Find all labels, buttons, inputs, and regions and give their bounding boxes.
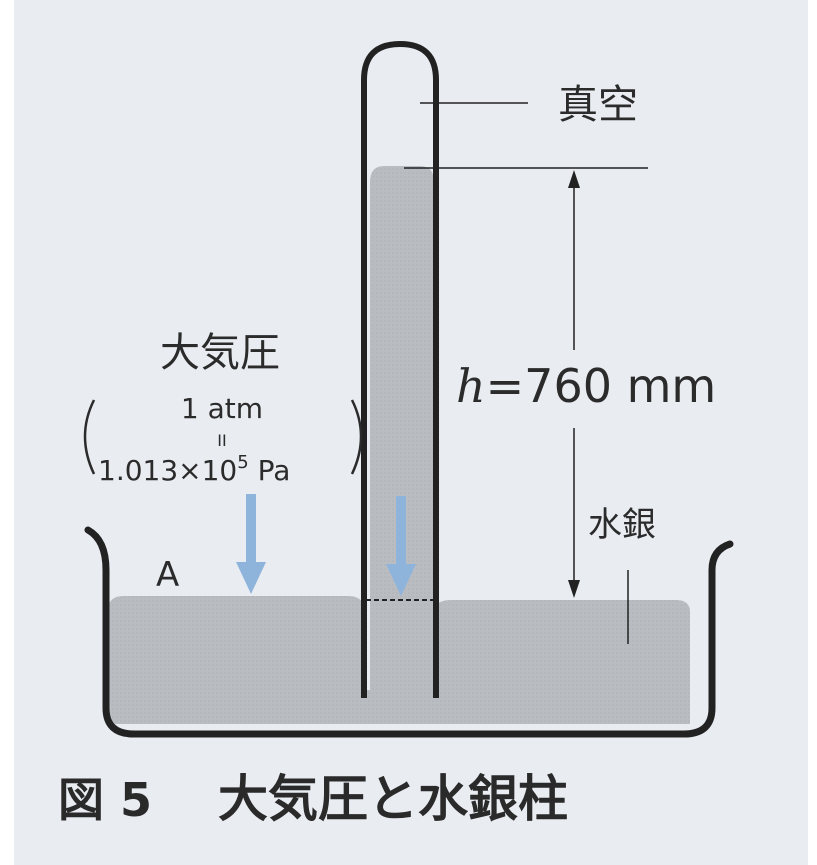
mercury-column bbox=[370, 166, 434, 698]
dish-outline bbox=[84, 526, 734, 738]
height-variable: h bbox=[456, 359, 486, 413]
pressure-pascal-unit: Pa bbox=[249, 454, 291, 487]
page-edge-right bbox=[808, 0, 817, 865]
paren-left bbox=[83, 399, 96, 475]
pressure-arrow-tube bbox=[386, 496, 416, 596]
mercury-pool-left bbox=[108, 596, 364, 720]
glass-tube bbox=[361, 40, 439, 698]
mercury-label: 水銀 bbox=[588, 505, 656, 545]
pressure-arrow-left bbox=[236, 494, 266, 594]
height-value: =760 mm bbox=[486, 359, 717, 413]
height-label: h=760 mm bbox=[456, 359, 716, 413]
height-arrowhead-top bbox=[568, 170, 580, 188]
height-arrowhead-bottom bbox=[568, 580, 580, 598]
paren-right bbox=[350, 399, 363, 475]
pressure-equals: II bbox=[217, 431, 226, 450]
pressure-pascal: 1.013×105 Pa bbox=[98, 452, 290, 487]
pressure-atm: 1 atm bbox=[181, 392, 263, 425]
figure-number: 図 5 bbox=[58, 773, 152, 827]
figure-title: 大気圧と水銀柱 bbox=[218, 770, 568, 828]
point-a-label: A bbox=[156, 555, 179, 595]
page-edge bbox=[0, 0, 14, 865]
pressure-pascal-exp: 5 bbox=[237, 452, 248, 473]
vacuum-label: 真空 bbox=[558, 82, 638, 128]
pressure-pascal-base: 1.013×10 bbox=[98, 454, 237, 487]
pressure-title: 大気圧 bbox=[160, 330, 280, 376]
